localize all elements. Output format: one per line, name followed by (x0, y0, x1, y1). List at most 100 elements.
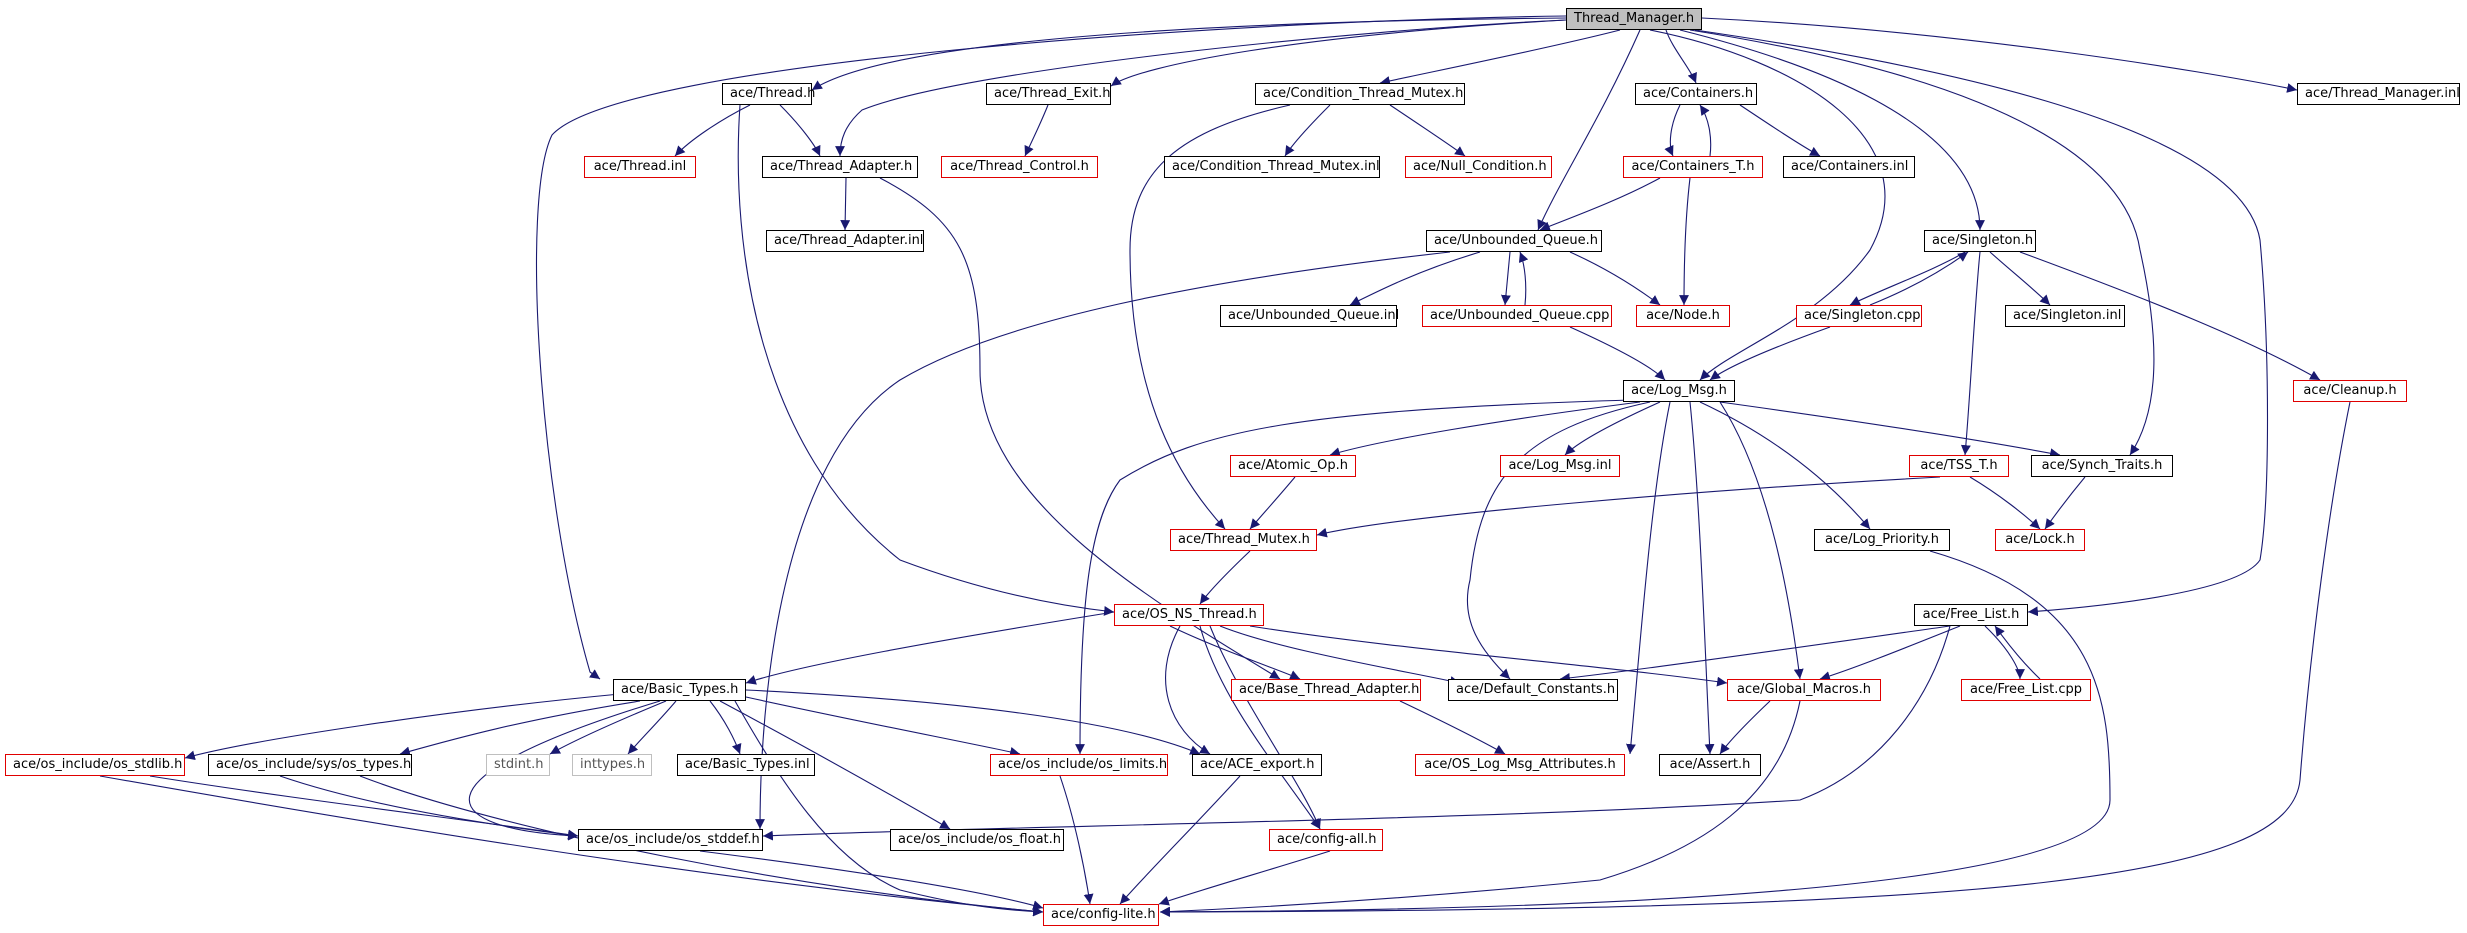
node-thread-inl[interactable]: ace/Thread.inl (584, 156, 696, 178)
dependency-edge (1249, 476, 1296, 530)
dependency-edge (1209, 625, 1321, 830)
node-os-stddef-h[interactable]: ace/os_include/os_stddef.h (578, 829, 763, 851)
dependency-edge (1739, 104, 1821, 157)
node-free-list-h[interactable]: ace/Free_List.h (1914, 604, 2028, 626)
node-default-constants-h[interactable]: ace/Default_Constants.h (1448, 679, 1618, 701)
node-thread-exit-h[interactable]: ace/Thread_Exit.h (986, 83, 1111, 105)
dependency-edge (1379, 29, 1621, 86)
node-os-log-msg-attributes-h[interactable]: ace/OS_Log_Msg_Attributes.h (1415, 754, 1625, 776)
dependency-edge (359, 775, 1044, 917)
node-thread-control-h[interactable]: ace/Thread_Control.h (941, 156, 1098, 178)
dependency-edge (1969, 476, 2041, 530)
dependency-edge (1699, 104, 1712, 157)
dependency-edge (1159, 401, 2351, 917)
node-os-stdlib-h[interactable]: ace/os_include/os_stdlib.h (5, 754, 185, 776)
node-condition-thread-mutex-h[interactable]: ace/Condition_Thread_Mutex.h (1255, 83, 1465, 105)
node-inttypes-h[interactable]: inttypes.h (572, 754, 652, 776)
node-lock-h[interactable]: ace/Lock.h (1995, 529, 2085, 551)
dependency-edge (745, 611, 1115, 685)
node-unbounded-queue-cpp[interactable]: ace/Unbounded_Queue.cpp (1422, 305, 1612, 327)
dependency-edge (1699, 401, 1871, 530)
node-unbounded-queue-inl[interactable]: ace/Unbounded_Queue.inl (1220, 305, 1399, 327)
node-containers-t-h[interactable]: ace/Containers_T.h (1623, 156, 1763, 178)
dependency-edge (779, 104, 821, 157)
node-global-macros-h[interactable]: ace/Global_Macros.h (1727, 679, 1881, 701)
dependency-edge (1819, 625, 1961, 681)
dependency-edge (627, 700, 677, 755)
dependency-edge (1219, 625, 1461, 686)
node-thread-h[interactable]: ace/Thread.h (722, 83, 815, 105)
dependency-edge (1501, 251, 1511, 306)
node-ace-export-h[interactable]: ace/ACE_export.h (1192, 754, 1322, 776)
node-thread-mutex-h[interactable]: ace/Thread_Mutex.h (1170, 529, 1317, 551)
dependency-edge (1869, 251, 1969, 306)
dependency-edge (1564, 401, 1661, 456)
dependency-edge (1024, 104, 1049, 157)
node-thread-manager-inl[interactable]: ace/Thread_Manager.inl (2297, 83, 2460, 105)
node-null-condition-h[interactable]: ace/Null_Condition.h (1405, 156, 1552, 178)
node-synch-traits-h[interactable]: ace/Synch_Traits.h (2031, 455, 2173, 477)
node-basic-types-h[interactable]: ace/Basic_Types.h (613, 679, 746, 701)
node-log-msg-h[interactable]: ace/Log_Msg.h (1623, 380, 1735, 402)
dependency-edge (535, 15, 1567, 680)
node-free-list-cpp[interactable]: ace/Free_List.cpp (1961, 679, 2091, 701)
dependency-edge (1649, 29, 1886, 381)
node-basic-types-inl[interactable]: ace/Basic_Types.inl (677, 754, 815, 776)
dependency-edge (1119, 775, 1241, 905)
node-containers-inl[interactable]: ace/Containers.inl (1783, 156, 1915, 178)
node-containers-h[interactable]: ace/Containers.h (1635, 83, 1757, 105)
dependency-edge (1569, 326, 1666, 381)
dependency-edge (1110, 19, 1567, 87)
dependency-edge (1129, 104, 1291, 530)
node-condition-thread-mutex-inl[interactable]: ace/Condition_Thread_Mutex.inl (1164, 156, 1380, 178)
node-thread-adapter-inl[interactable]: ace/Thread_Adapter.inl (766, 230, 924, 252)
dependency-edge (1399, 700, 1506, 755)
node-atomic-op-h[interactable]: ace/Atomic_Op.h (1230, 455, 1356, 477)
dependency-edge (762, 625, 1951, 841)
node-tss-t-h[interactable]: ace/TSS_T.h (1909, 455, 2009, 477)
dependency-edge (1389, 104, 1466, 157)
node-log-msg-inl[interactable]: ace/Log_Msg.inl (1500, 455, 1620, 477)
node-cleanup-h[interactable]: ace/Cleanup.h (2293, 380, 2407, 402)
node-config-lite-h[interactable]: ace/config-lite.h (1043, 904, 1159, 926)
dependency-edge (1518, 251, 1529, 306)
node-singleton-h[interactable]: ace/Singleton.h (1924, 230, 2036, 252)
dependency-edge (1719, 401, 2061, 459)
node-os-ns-thread-h[interactable]: ace/OS_NS_Thread.h (1114, 604, 1264, 626)
dependency-edge (737, 104, 1115, 616)
dependency-edge (1960, 251, 1981, 456)
dependency-edge (1689, 29, 2155, 456)
dependency-edge (184, 693, 621, 761)
dependency-edge (1199, 550, 1251, 605)
dependency-edge (745, 689, 1201, 755)
dependency-edge (745, 696, 1021, 757)
dependency-edge (1329, 401, 1641, 457)
node-stdint-h[interactable]: stdint.h (486, 754, 550, 776)
dependency-edge (1559, 625, 1951, 683)
node-base-thread-adapter-h[interactable]: ace/Base_Thread_Adapter.h (1231, 679, 1421, 701)
dependency-edge (1537, 29, 1641, 231)
node-config-all-h[interactable]: ace/config-all.h (1269, 829, 1383, 851)
dependency-edge (1665, 29, 1697, 84)
dependency-edge (1701, 17, 2298, 93)
node-os-sys-types-h[interactable]: ace/os_include/sys/os_types.h (208, 754, 412, 776)
dependency-edge (1466, 401, 1651, 680)
dependency-edge (1539, 177, 1661, 231)
node-os-limits-h[interactable]: ace/os_include/os_limits.h (990, 754, 1168, 776)
node-thread-adapter-h[interactable]: ace/Thread_Adapter.h (762, 156, 918, 178)
dependency-edge (1989, 251, 2051, 306)
node-assert-h[interactable]: ace/Assert.h (1659, 754, 1761, 776)
dependency-edge (1569, 251, 1661, 306)
node-singleton-inl[interactable]: ace/Singleton.inl (2005, 305, 2125, 327)
node-node-h[interactable]: ace/Node.h (1636, 305, 1730, 327)
dependency-edge (1719, 401, 1804, 680)
node-unbounded-queue-h[interactable]: ace/Unbounded_Queue.h (1426, 230, 1602, 252)
dependency-edge (99, 775, 1044, 917)
node-singleton-cpp[interactable]: ace/Singleton.cpp (1796, 305, 1922, 327)
dependency-edge (1284, 104, 1331, 157)
dependency-edge (2019, 251, 2321, 381)
node-log-priority-h[interactable]: ace/Log_Priority.h (1814, 529, 1950, 551)
node-thread-manager-h[interactable]: Thread_Manager.h (1566, 8, 1702, 30)
node-os-float-h[interactable]: ace/os_include/os_float.h (890, 829, 1064, 851)
dependency-edge (835, 19, 1567, 157)
